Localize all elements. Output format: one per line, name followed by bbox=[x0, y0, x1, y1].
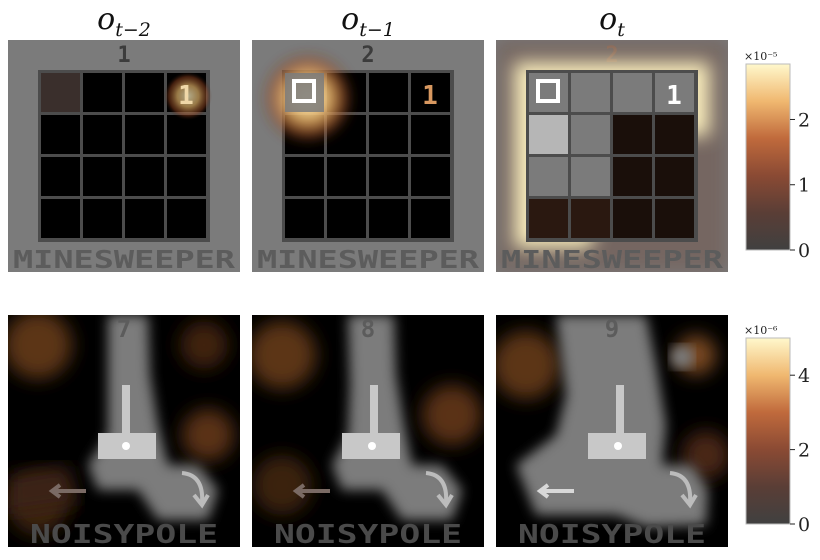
minesweeper-panel-t-minus-1: 2 1 MINESWEEPER bbox=[252, 40, 484, 272]
cell-number: 1 bbox=[422, 81, 438, 111]
score-text: 7 bbox=[117, 315, 131, 343]
minesweeper-panel-t-minus-2: 1 1 MINESWEEPER bbox=[8, 40, 240, 272]
colorbar-gradient bbox=[745, 337, 791, 525]
attention-mask bbox=[88, 315, 218, 520]
left-arrow-icon bbox=[536, 483, 574, 499]
pole bbox=[370, 385, 378, 449]
heat-blobs bbox=[252, 321, 482, 515]
attention-mask bbox=[516, 315, 708, 527]
score-text: 1 bbox=[117, 43, 130, 68]
cell-number: 1 bbox=[666, 81, 682, 111]
noisypole-panel-t-minus-1: 8 NOISYPOLE bbox=[252, 315, 484, 547]
minesweeper-panel-t: 2 1 MINESWEEPER bbox=[496, 40, 728, 272]
colorbar-top: ×10⁻⁵ 2 1 0 bbox=[742, 44, 818, 264]
colorbar-exponent: ×10⁻⁵ bbox=[744, 50, 777, 63]
noisypole-panel-t-minus-2: 7 NOISYPOLE bbox=[8, 315, 240, 547]
column-title-t-minus-1: ot−1 bbox=[341, 2, 395, 41]
score-text: 9 bbox=[605, 315, 619, 343]
score-text: 2 bbox=[361, 43, 374, 68]
game-label: NOISYPOLE bbox=[518, 520, 706, 547]
board-cells bbox=[529, 73, 694, 238]
rotate-arrow-icon bbox=[669, 471, 698, 509]
cell-number: 1 bbox=[178, 81, 194, 111]
colorbar-tick-label: 2 bbox=[798, 440, 810, 462]
pivot-icon bbox=[614, 442, 622, 450]
colorbar-gradient bbox=[745, 63, 791, 251]
colorbar-tick-label: 0 bbox=[798, 514, 810, 536]
column-title-t-minus-2: ot−2 bbox=[97, 2, 151, 41]
game-label: MINESWEEPER bbox=[13, 245, 236, 272]
left-arrow-icon bbox=[292, 483, 330, 499]
colorbar-bottom: ×10⁻⁶ 4 2 0 bbox=[742, 320, 818, 540]
pole bbox=[616, 385, 624, 449]
rotate-arrow-icon bbox=[425, 471, 454, 509]
colorbar-tick-label: 0 bbox=[798, 240, 810, 262]
rotate-arrow-icon bbox=[181, 471, 210, 509]
game-label: NOISYPOLE bbox=[274, 520, 462, 547]
score-text: 2 bbox=[605, 43, 618, 68]
game-label: MINESWEEPER bbox=[501, 245, 724, 272]
pivot-icon bbox=[122, 442, 130, 450]
colorbar-tick-label: 1 bbox=[798, 175, 810, 197]
colorbar-tick-label: 2 bbox=[798, 109, 810, 131]
attention-mask bbox=[332, 315, 462, 520]
noisypole-panel-t: 9 NOISYPOLE bbox=[496, 315, 728, 547]
attention-glow bbox=[164, 72, 212, 120]
game-label: NOISYPOLE bbox=[30, 520, 218, 547]
pivot-icon bbox=[368, 442, 376, 450]
column-title-t: ot bbox=[599, 2, 625, 41]
score-text: 8 bbox=[361, 315, 375, 343]
selection-cursor-icon bbox=[292, 79, 316, 103]
colorbar-tick-label: 4 bbox=[798, 365, 810, 387]
pole bbox=[122, 385, 130, 449]
left-arrow-icon bbox=[48, 483, 86, 499]
revealed-cell bbox=[285, 73, 324, 112]
selection-cursor-icon bbox=[536, 79, 560, 103]
game-label: MINESWEEPER bbox=[257, 245, 480, 272]
heat-blobs bbox=[8, 315, 234, 535]
colorbar-exponent: ×10⁻⁶ bbox=[744, 324, 778, 337]
